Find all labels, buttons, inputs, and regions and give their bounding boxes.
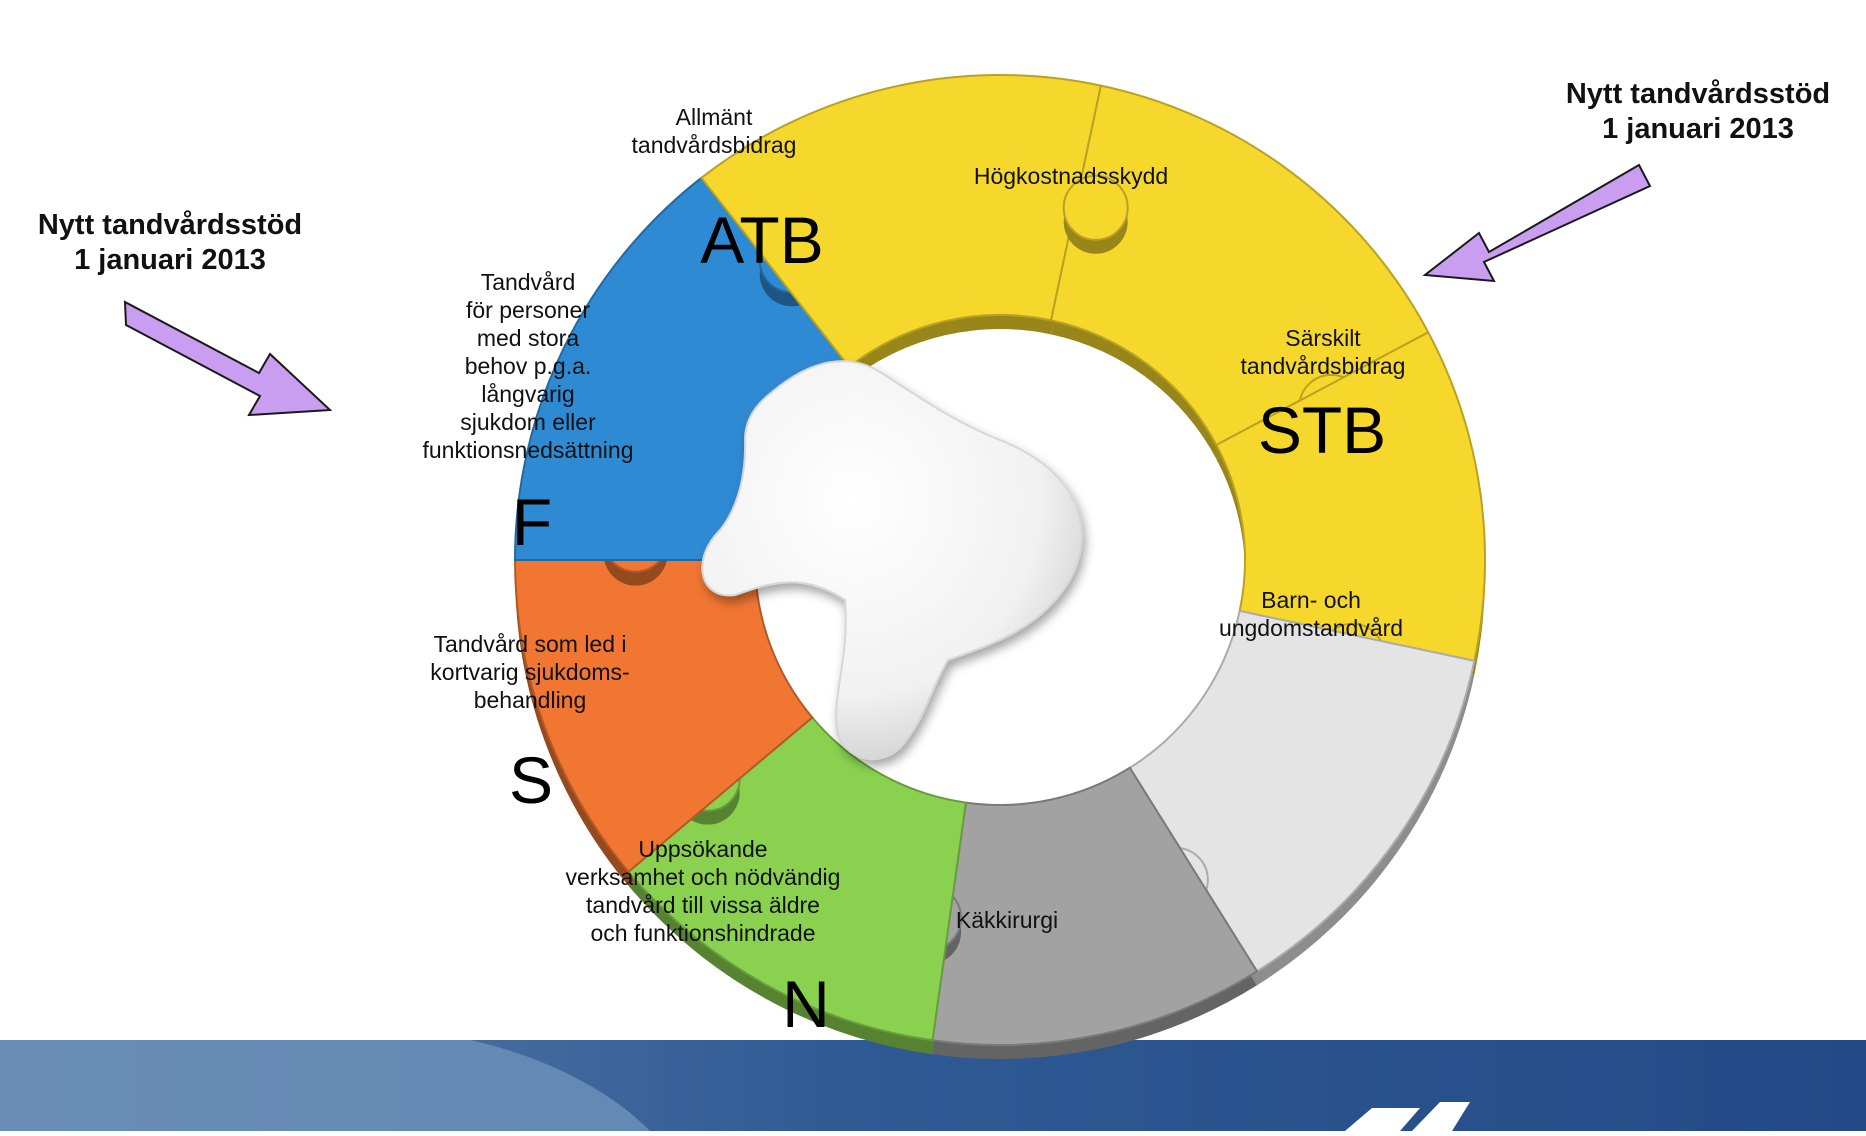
tooth-icon bbox=[701, 360, 1083, 760]
piece-f-label: Tandvård för personer med stora behov p.… bbox=[423, 268, 634, 464]
piece-f-label-line-7: funktionsnedsättning bbox=[422, 437, 634, 463]
piece-kk-label: Käkkirurgi bbox=[956, 906, 1058, 934]
piece-s-label-line-3: behandling bbox=[473, 687, 587, 713]
piece-stb-label-line-1: Särskilt bbox=[1285, 325, 1361, 351]
piece-stb-label: Särskilt tandvårdsbidrag bbox=[1241, 324, 1406, 380]
annotation-right-line-2: 1 januari 2013 bbox=[1602, 113, 1794, 145]
annotation-right-line-1: Nytt tandvårdsstöd bbox=[1565, 78, 1831, 110]
piece-stb-label-line-2: tandvårdsbidrag bbox=[1240, 353, 1406, 379]
piece-n-label-line-3: tandvård till vissa äldre bbox=[586, 892, 820, 918]
piece-s-abbr: S bbox=[508, 743, 554, 817]
arrow-right bbox=[1422, 163, 1652, 283]
piece-kk bbox=[931, 766, 1259, 1046]
annotation-right: Nytt tandvårdsstöd 1 januari 2013 bbox=[1530, 77, 1866, 147]
piece-f-label-line-4: behov p.g.a. bbox=[464, 353, 592, 379]
piece-n-label-line-1: Uppsökande bbox=[638, 836, 768, 862]
piece-hks-label: Högkostnadsskydd bbox=[974, 162, 1168, 190]
piece-bu-label-line-1: Barn- och bbox=[1261, 587, 1361, 613]
footer-logo-mark bbox=[1345, 1102, 1470, 1131]
piece-kk-label-line-1: Käkkirurgi bbox=[955, 907, 1059, 933]
piece-n-label: Uppsökande verksamhet och nödvändig tand… bbox=[566, 835, 841, 947]
piece-bu bbox=[1128, 609, 1476, 973]
piece-hks-label-line-1: Högkostnadsskydd bbox=[973, 163, 1169, 189]
piece-f-label-line-3: med stora bbox=[476, 325, 580, 351]
arrow-right-icon bbox=[1422, 163, 1652, 283]
piece-atb-label-line-2: tandvårdsbidrag bbox=[631, 132, 797, 158]
piece-bu-label-line-2: ungdomstandvård bbox=[1218, 615, 1404, 641]
annotation-left-line-2: 1 januari 2013 bbox=[74, 244, 266, 276]
piece-stb-abbr: STB bbox=[1257, 393, 1387, 467]
piece-n bbox=[627, 716, 968, 1042]
piece-n-label-line-2: verksamhet och nödvändig bbox=[565, 864, 841, 890]
piece-f-label-line-1: Tandvård bbox=[480, 269, 576, 295]
piece-hks bbox=[1049, 84, 1430, 447]
footer-band bbox=[0, 1040, 1866, 1131]
piece-f-label-line-2: för personer bbox=[465, 297, 590, 323]
piece-atb-label: Allmänt tandvårdsbidrag bbox=[632, 103, 797, 159]
piece-atb bbox=[700, 74, 1103, 369]
piece-s bbox=[513, 559, 814, 874]
footer-wave bbox=[0, 1040, 650, 1131]
piece-f-label-line-6: sjukdom eller bbox=[460, 409, 596, 435]
piece-atb-label-line-1: Allmänt bbox=[675, 104, 753, 130]
piece-s-label-line-1: Tandvård som led i bbox=[433, 631, 627, 657]
arrow-left bbox=[123, 300, 333, 417]
piece-atb-knob bbox=[1062, 174, 1129, 241]
annotation-left: Nytt tandvårdsstöd 1 januari 2013 bbox=[0, 208, 340, 278]
annotation-left-line-1: Nytt tandvårdsstöd bbox=[37, 209, 303, 241]
piece-f-label-line-5: långvarig bbox=[481, 381, 575, 407]
piece-n-abbr: N bbox=[782, 967, 830, 1041]
piece-stb bbox=[1214, 330, 1486, 663]
arrow-left-icon bbox=[123, 300, 333, 417]
piece-n-label-line-4: och funktionshindrade bbox=[590, 920, 816, 946]
piece-s-label: Tandvård som led i kortvarig sjukdoms- b… bbox=[430, 630, 629, 714]
piece-s-label-line-2: kortvarig sjukdoms- bbox=[430, 659, 630, 685]
piece-f-abbr: F bbox=[511, 485, 553, 559]
piece-atb-abbr: ATB bbox=[700, 203, 824, 277]
piece-bu-label: Barn- och ungdomstandvård bbox=[1219, 586, 1403, 642]
puzzle-ring bbox=[513, 74, 1486, 1060]
